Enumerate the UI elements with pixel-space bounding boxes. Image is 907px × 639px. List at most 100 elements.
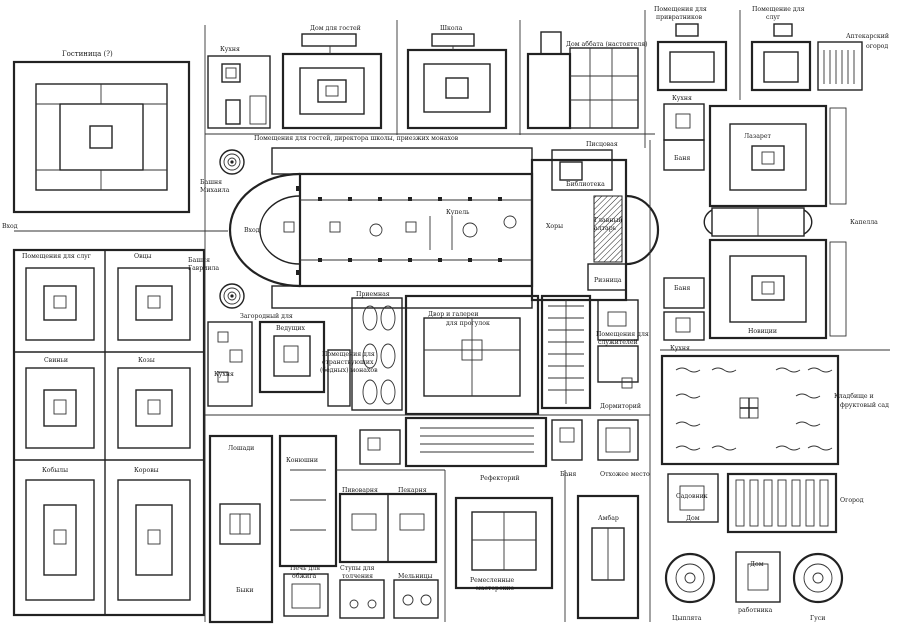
workers-house: [735, 551, 781, 603]
label-hotel: Гостиница (?): [62, 50, 113, 58]
label-house-workers: Дом: [750, 561, 764, 568]
refectory: [359, 416, 548, 468]
poor-monks: [327, 349, 351, 407]
nave-columns: [318, 197, 502, 262]
stables-block: [278, 434, 338, 568]
label-physician-garden-2: огород: [866, 43, 888, 50]
label-poor-3: (бедных) монахов: [320, 367, 378, 374]
label-sacristy: Ризница: [594, 277, 622, 284]
label-sheep: Овцы: [134, 253, 152, 260]
horse-stable: [208, 434, 274, 624]
label-school: Школа: [440, 25, 463, 32]
bath-latrine: [551, 419, 639, 461]
label-refectory: Рефекторий: [480, 475, 520, 482]
chicken-coop: [664, 552, 716, 604]
school: [406, 33, 508, 130]
label-kitchen-novices: Кухня: [670, 345, 690, 352]
label-granary: Амбар: [598, 515, 619, 522]
label-visitors-2: служителей: [598, 339, 638, 346]
label-dormitory: Дормиторий: [600, 403, 641, 410]
label-orchard-1: Кладбище и: [834, 393, 874, 400]
label-bakery: Пекарня: [398, 487, 427, 494]
label-servants-left: Помещения для слуг: [22, 253, 91, 260]
label-kitchen-mid: Кухня: [214, 371, 234, 378]
label-cows: Коровы: [134, 467, 159, 474]
bath-kitchen-novices: [663, 277, 705, 341]
label-latrine: Отхожее место: [600, 471, 650, 478]
label-workshops-1: Ремесленные: [470, 577, 515, 584]
label-bath-right: Баня: [674, 155, 690, 162]
novices-building: [708, 238, 847, 340]
label-brewery: Пивоварня: [342, 487, 378, 494]
label-garden: Огород: [840, 497, 864, 504]
label-mares: Кобылы: [42, 467, 68, 474]
label-altar-1: Главный: [594, 217, 622, 224]
label-entrance-2: Вход: [244, 227, 260, 234]
label-cloister-1: Двор и галереи: [428, 311, 479, 318]
cemetery-orchard: [660, 354, 840, 466]
label-bath-mid: Баня: [560, 471, 576, 478]
label-workshops-2: мастерские: [476, 585, 514, 592]
hotel-building: [12, 60, 191, 214]
label-altar-2: алтарь: [594, 225, 617, 232]
office-building: [656, 23, 728, 92]
physician-garden: [817, 41, 863, 91]
label-horses: Лошади: [228, 445, 254, 452]
lodging-leaders: [207, 321, 253, 407]
label-bath-novices: Баня: [674, 285, 690, 292]
infirmary: [708, 104, 847, 208]
label-lodging-for: Загородный для: [240, 313, 293, 320]
label-chapel: Капелла: [850, 219, 878, 226]
label-workers: работника: [738, 607, 773, 614]
cloister: [404, 294, 540, 416]
servants-building-top: [750, 23, 812, 92]
label-stables: Конюшни: [286, 457, 318, 464]
chapel: [703, 207, 813, 237]
label-poor-1: Помещения для: [322, 351, 375, 358]
label-almonry: Приемная: [356, 291, 390, 298]
label-poor-2: странствующих: [322, 359, 374, 366]
label-abbot-house: Дом аббата (настоятеля): [566, 41, 648, 48]
label-font: Купель: [446, 209, 470, 216]
label-chickens: Цыплята: [672, 615, 702, 622]
label-kitchen-top: Кухня: [220, 46, 240, 53]
label-orchard-2: фруктовый сад: [840, 402, 889, 409]
kiln-mortar-mills: [283, 573, 439, 619]
label-tower-michael-2: Михаила: [200, 187, 230, 194]
label-gardener: Садовник: [676, 493, 708, 500]
label-infirmary: Лазарет: [744, 133, 772, 140]
label-goats: Козы: [138, 357, 155, 364]
abbot-house: [526, 31, 639, 130]
label-entrance: Вход: [2, 223, 18, 230]
animal-pens: [12, 248, 206, 617]
label-tower-gabriel-2: Гавриила: [188, 265, 219, 272]
label-tower-michael-1: Башня: [200, 179, 222, 186]
kitchen-bath-right: [663, 103, 705, 171]
label-guest-house: Дом для гостей: [310, 25, 361, 32]
label-mortar-2: толчения: [342, 573, 373, 580]
geese-coop: [792, 552, 844, 604]
label-tower-gabriel-1: Башня: [188, 257, 210, 264]
dormitory: [540, 294, 592, 410]
cellar: [351, 297, 403, 411]
label-visitors-1: Помещения для: [596, 331, 649, 338]
label-guest-rooms-line: Помещения для гостей, директора школы, п…: [254, 135, 459, 142]
label-premises-for: Помещение для: [752, 6, 805, 13]
leaders-building: [258, 320, 326, 394]
label-oven-1: Печь для: [290, 565, 320, 572]
label-oven-2: обжига: [292, 573, 317, 580]
gardener-house: [667, 473, 719, 523]
label-geese: Гуси: [810, 615, 825, 622]
label-kitchen-right: Кухня: [672, 95, 692, 102]
church: [219, 147, 660, 309]
granary: [576, 494, 640, 620]
label-physician-garden-1: Аптекарский: [846, 33, 889, 40]
label-office-2: привратников: [656, 14, 703, 21]
label-novices: Новиции: [748, 328, 777, 335]
label-choir: Хоры: [546, 223, 563, 230]
label-mills: Мельницы: [398, 573, 433, 580]
label-cloister-2: для прогулок: [446, 320, 490, 327]
label-scribes: Писцовая: [586, 141, 618, 148]
brewery-bakery: [338, 492, 438, 564]
